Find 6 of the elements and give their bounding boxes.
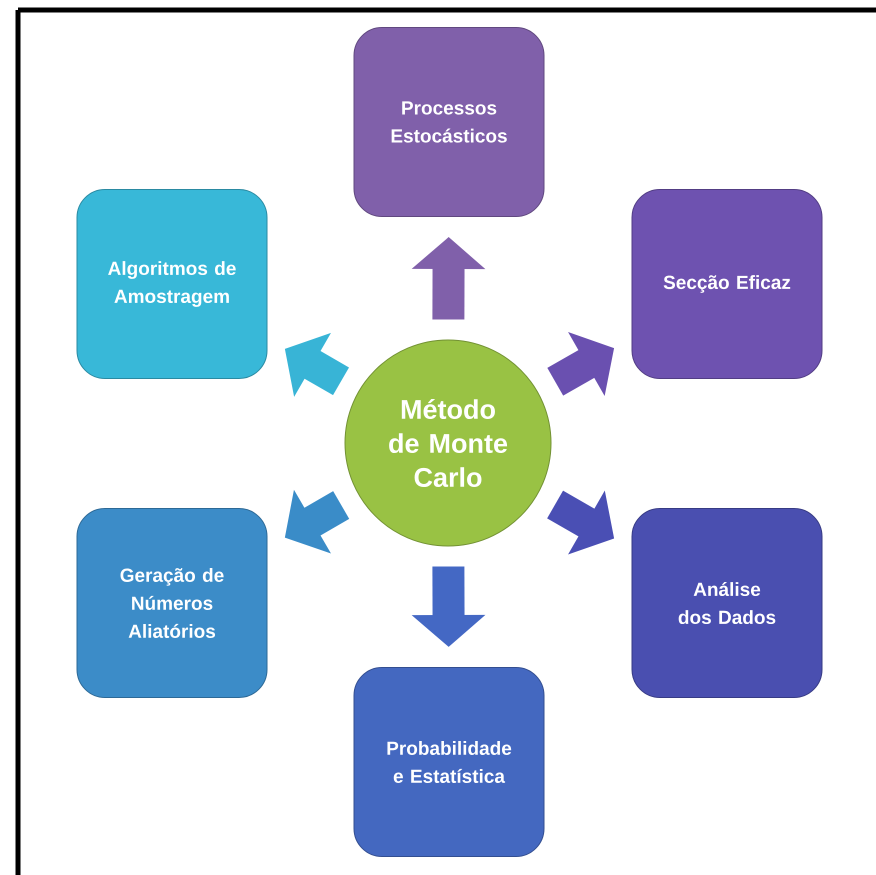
topic-box: Análise dos Dados [632,508,822,698]
topic-box: Algoritmos de Amostragem [76,189,268,379]
topic-box: Processos Estocásticos [354,27,544,217]
topic-box: Probabilidade e Estatística [354,667,544,857]
topic-box: Geração de Números Aliatórios [76,508,268,698]
topic-box: Secção Eficaz [632,189,822,379]
